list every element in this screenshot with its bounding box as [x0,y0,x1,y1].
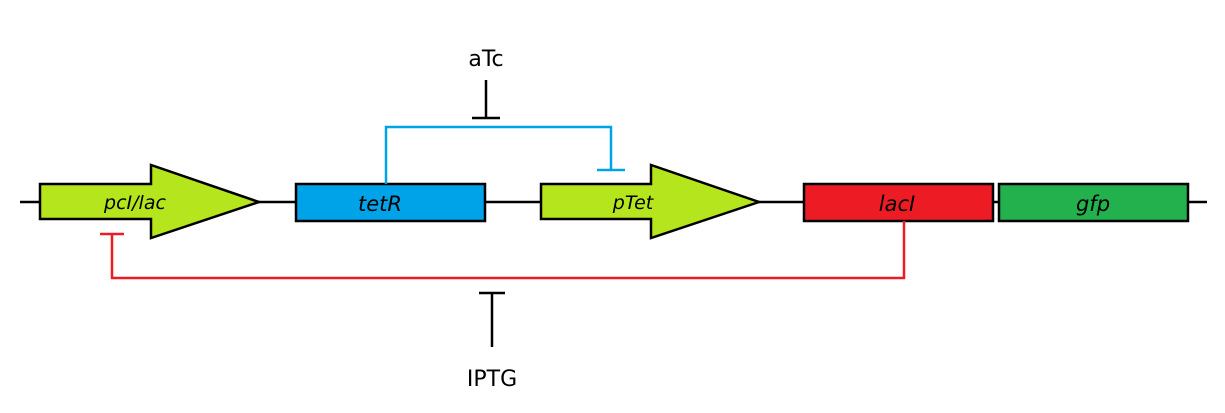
gene-box-tetR [294,182,487,223]
repression-line-lacI [110,221,906,280]
promoter-arrow-pcI-lac [38,163,263,240]
gene-tetR: tetR [294,182,487,223]
promoter-label-pTet: pTet [612,192,655,214]
repression-lacI-pcI-lac [100,221,906,280]
inducer-aTc: aTc [468,47,504,120]
inducer-label-IPTG: IPTG [467,367,517,392]
gene-label-gfp: gfp [1076,192,1110,216]
gene-gfp: gfp [997,182,1190,223]
inducer-label-aTc: aTc [468,47,503,72]
gene-label-lacI: lacI [879,192,915,216]
repression-tetR-pTet [384,125,625,184]
promoter-arrow-pTet [539,163,763,240]
inducer-IPTG: IPTG [467,291,517,392]
gene-box-lacI [802,182,995,223]
repression-line-tetR [384,125,613,184]
promoter-label-pcI-lac: pcI/lac [103,192,166,214]
gene-box-gfp [997,182,1190,223]
gene-lacI: lacI [802,182,995,223]
promoter-pcI-lac: pcI/lac [38,163,263,240]
gene-label-tetR: tetR [358,192,402,216]
promoter-pTet: pTet [539,163,763,240]
